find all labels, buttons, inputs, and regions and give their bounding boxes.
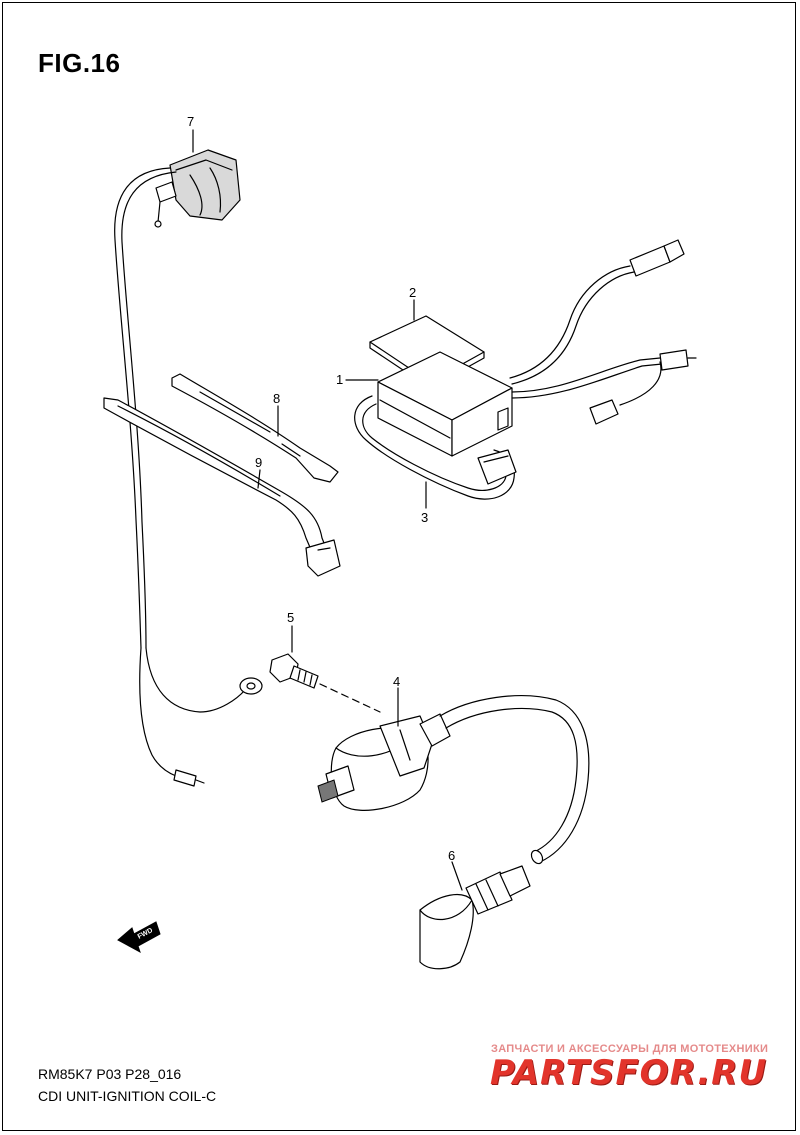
diagram-caption: CDI UNIT-IGNITION COIL-C <box>38 1088 217 1104</box>
part-8-cable-tie <box>171 373 339 483</box>
fwd-arrow-icon: FWD <box>117 921 161 954</box>
callout-5: 5 <box>287 610 294 625</box>
callout-7: 7 <box>187 114 194 129</box>
diagram-code: RM85K7 P03 P28_016 <box>38 1066 182 1082</box>
callout-leaders <box>192 129 463 891</box>
part-3-rubber-band <box>354 395 517 500</box>
callout-1: 1 <box>336 372 343 387</box>
callout-2: 2 <box>409 285 416 300</box>
part-5-bolt <box>269 653 381 713</box>
part-1-cdi-unit <box>377 239 697 457</box>
watermark-logo: PARTSFOR.RU <box>490 1053 768 1093</box>
part-6-spark-plug-cap <box>419 865 531 970</box>
callout-6: 6 <box>448 848 455 863</box>
callout-9: 9 <box>255 455 262 470</box>
callout-3: 3 <box>421 510 428 525</box>
part-9-band-clamp <box>103 397 341 577</box>
callout-8: 8 <box>273 391 280 406</box>
callout-4: 4 <box>393 674 400 689</box>
watermark-tagline: ЗАПЧАСТИ И АКСЕССУАРЫ ДЛЯ МОТОТЕХНИКИ <box>491 1043 769 1055</box>
part-7-bracket-harness <box>114 149 263 787</box>
part-4-ignition-coil <box>317 695 590 865</box>
figure-title: FIG.16 <box>38 48 121 78</box>
